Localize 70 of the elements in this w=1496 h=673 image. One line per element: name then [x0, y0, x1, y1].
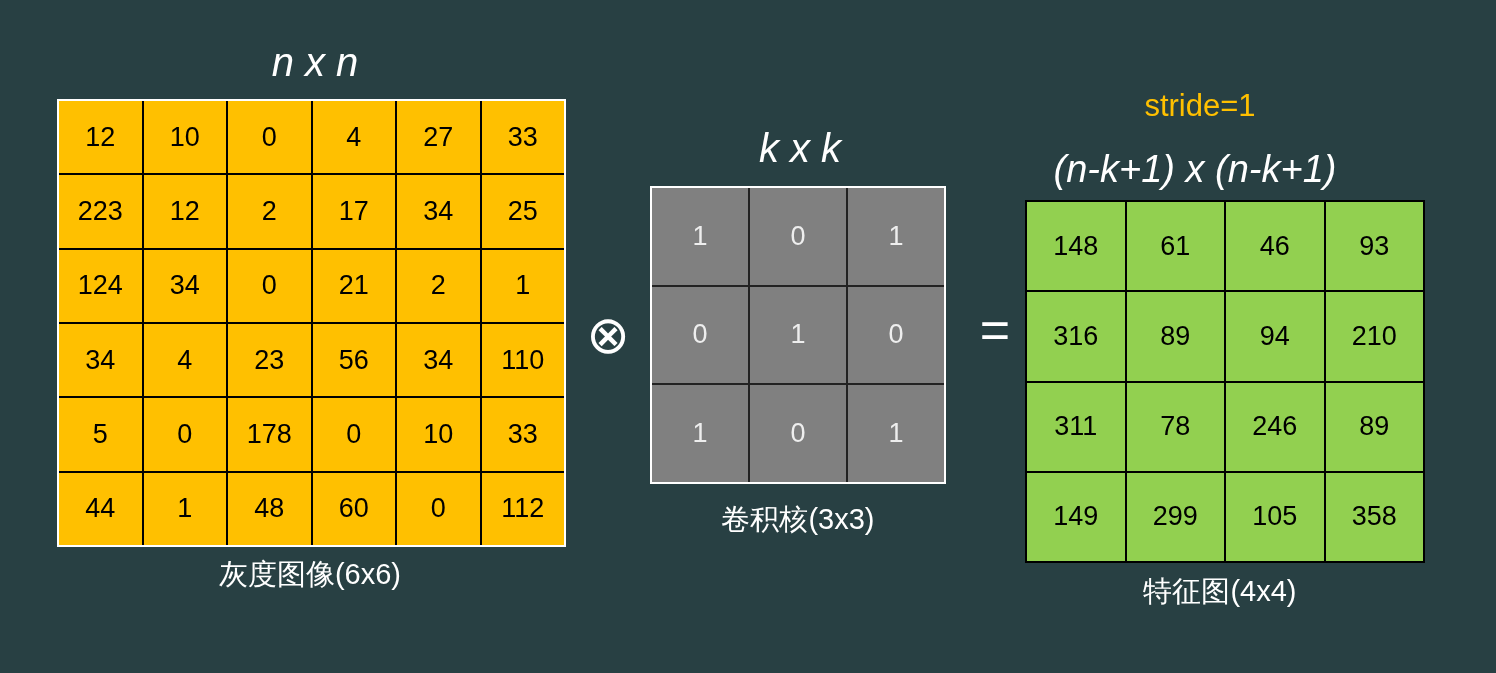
matrix-cell: 34	[397, 175, 480, 248]
matrix-cell: 0	[652, 286, 748, 384]
matrix-cell: 223	[59, 175, 142, 248]
matrix-cell: 23	[228, 324, 311, 397]
matrix-cell: 1	[750, 286, 846, 384]
matrix-cell: 93	[1325, 202, 1423, 291]
matrix-cell: 311	[1027, 382, 1125, 471]
matrix-cell: 12	[59, 101, 142, 174]
matrix-cell: 5	[59, 398, 142, 471]
matrix-cell: 1	[848, 385, 944, 482]
matrix-cell: 2	[228, 175, 311, 248]
matrix-cell: 46	[1226, 202, 1324, 291]
matrix-cell: 89	[1325, 382, 1423, 471]
matrix-cell: 316	[1027, 292, 1125, 381]
matrix-caption: 卷积核(3x3)	[720, 502, 876, 537]
matrix-caption: 灰度图像(6x6)	[217, 557, 403, 592]
matrix-cell: 0	[228, 249, 311, 322]
matrix-cell: 358	[1325, 472, 1423, 561]
matrix-cell: 12	[143, 175, 226, 248]
matrix-cell: 105	[1226, 472, 1324, 561]
matrix-cell: 210	[1325, 292, 1423, 381]
matrix-cell: 89	[1126, 292, 1224, 381]
matrix-cell: 0	[143, 398, 226, 471]
matrix-cell: 0	[312, 398, 395, 471]
matrix-cell: 0	[848, 286, 944, 384]
matrix-dimension: (n-k+1) x (n-k+1)	[1052, 148, 1338, 191]
matrix-cell: 21	[312, 249, 395, 322]
stride-note: stride=1	[1143, 88, 1257, 124]
matrix-cell: 10	[143, 101, 226, 174]
matrix-cell: 17	[312, 175, 395, 248]
matrix-cell: 56	[312, 324, 395, 397]
matrix-cell: 246	[1226, 382, 1324, 471]
matrix-cell: 48	[228, 472, 311, 545]
matrix-cell: 0	[397, 472, 480, 545]
matrix-cell: 148	[1027, 202, 1125, 291]
matrix-cell: 33	[481, 398, 564, 471]
matrix-cell: 27	[397, 101, 480, 174]
matrix-cell: 112	[481, 472, 564, 545]
matrix-cell: 34	[59, 324, 142, 397]
matrix-cell: 33	[481, 101, 564, 174]
matrix-cell: 10	[397, 398, 480, 471]
matrix-cell: 60	[312, 472, 395, 545]
matrix-cell: 299	[1126, 472, 1224, 561]
matrix-cell: 94	[1226, 292, 1324, 381]
matrix-cell: 0	[750, 188, 846, 285]
matrix-dimension: n x n	[270, 40, 360, 85]
matrix-cell: 0	[228, 101, 311, 174]
matrix-cell: 1	[143, 472, 226, 545]
matrix-cell: 1	[481, 249, 564, 322]
matrix-cell: 34	[143, 249, 226, 322]
matrix-cell: 61	[1126, 202, 1224, 291]
matrix-cell: 34	[397, 324, 480, 397]
convolution-operator: ⊗	[585, 305, 631, 365]
matrix-cell: 149	[1027, 472, 1125, 561]
matrix-cell: 1	[652, 188, 748, 285]
matrix-cell: 1	[848, 188, 944, 285]
matrix-dimension: k x k	[757, 126, 844, 171]
matrix-cell: 0	[750, 385, 846, 482]
matrix-cell: 44	[59, 472, 142, 545]
matrix-cell: 25	[481, 175, 564, 248]
matrix-cell: 4	[312, 101, 395, 174]
matrix-caption: 特征图(4x4)	[1142, 574, 1298, 609]
matrix-cell: 2	[397, 249, 480, 322]
matrix-cell: 124	[59, 249, 142, 322]
matrix-cell: 78	[1126, 382, 1224, 471]
matrix-cell: 1	[652, 385, 748, 482]
matrix-cell: 4	[143, 324, 226, 397]
equals-sign: =	[978, 300, 1012, 360]
matrix-cell: 178	[228, 398, 311, 471]
matrix-cell: 110	[481, 324, 564, 397]
